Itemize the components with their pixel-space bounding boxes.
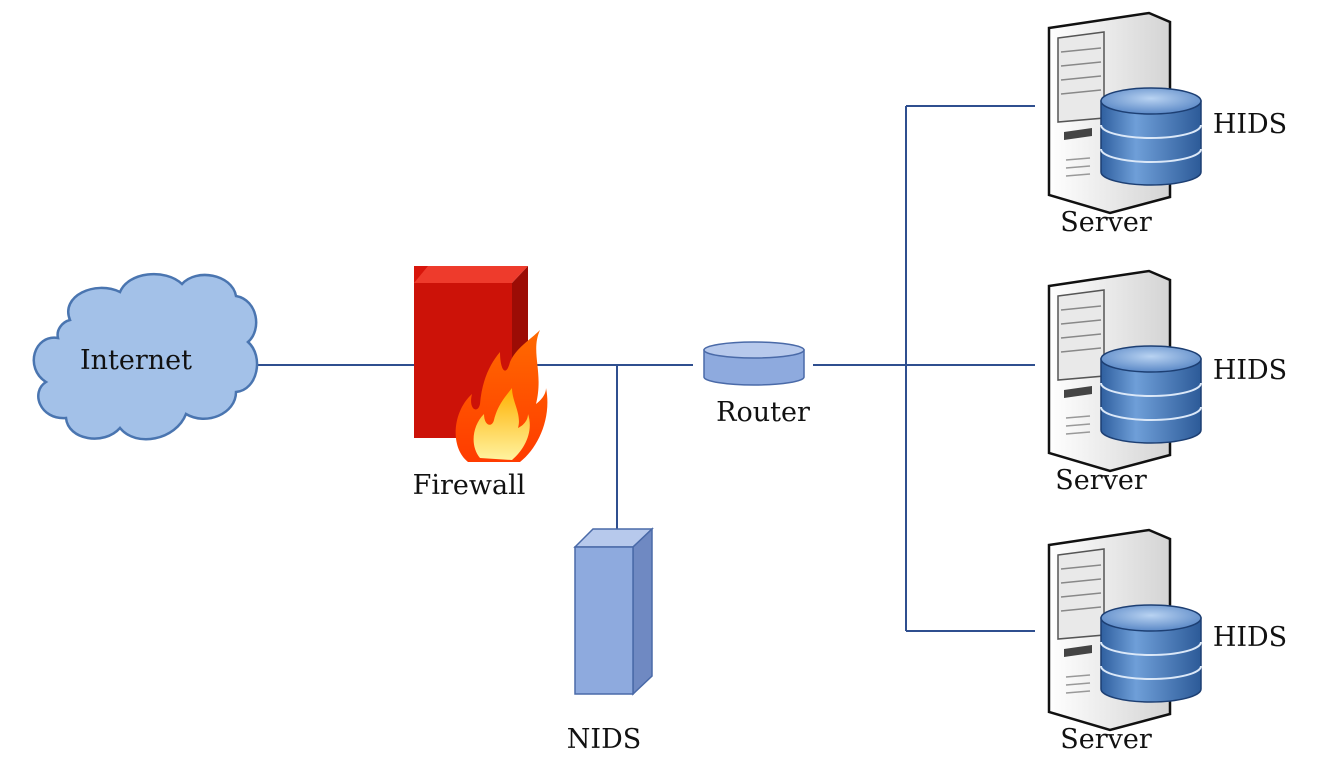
router-label: Router [716, 397, 810, 428]
server-with-database-icon [1047, 269, 1203, 473]
hids-label: HIDS [1213, 109, 1287, 140]
firewall-node: Firewall [413, 266, 548, 501]
router-icon [703, 341, 805, 386]
cloud-icon [32, 272, 259, 441]
server-label: Server [1060, 724, 1152, 755]
router-node: Router [703, 341, 810, 428]
network-links [255, 105, 1035, 632]
hids-label: HIDS [1213, 355, 1287, 386]
internet-node: Internet [32, 272, 259, 441]
nids-appliance-icon [573, 527, 654, 696]
server-node-3: HIDS Server [1047, 528, 1287, 755]
server-with-database-icon [1047, 528, 1203, 732]
internet-label: Internet [80, 345, 192, 376]
server-label: Server [1060, 207, 1152, 238]
firewall-label: Firewall [413, 470, 526, 501]
nids-label: NIDS [567, 724, 641, 755]
firewall-icon [414, 266, 548, 462]
server-label: Server [1055, 465, 1147, 496]
server-node-1: HIDS Server [1047, 11, 1287, 238]
server-node-2: HIDS Server [1047, 269, 1287, 496]
hids-label: HIDS [1213, 622, 1287, 653]
server-with-database-icon [1047, 11, 1203, 215]
nids-node: NIDS [567, 527, 654, 755]
